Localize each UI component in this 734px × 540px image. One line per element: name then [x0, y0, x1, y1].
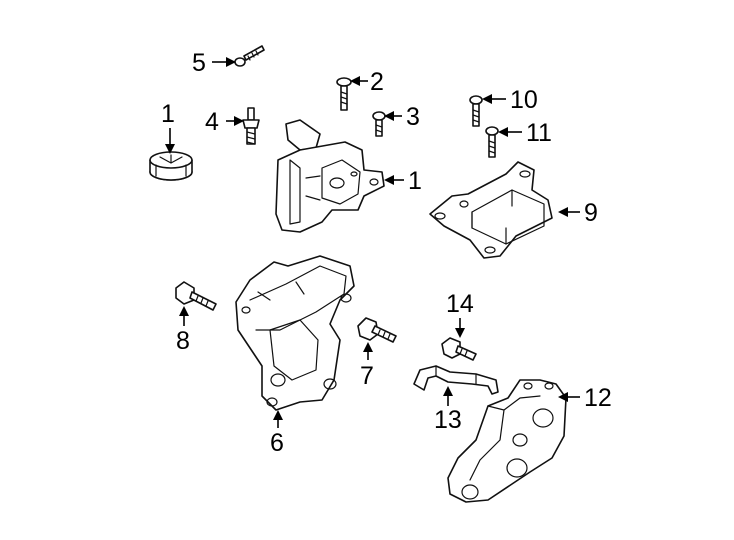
bolt-14: [441, 337, 477, 361]
bolt-7: [357, 317, 397, 343]
bolt-2: [336, 77, 352, 111]
callout-labels: 1 5 4 2 3 1 10 11 9 8 7 6 14 13 12: [161, 49, 612, 457]
leader-lines: [165, 57, 580, 428]
callout-8: 8: [176, 327, 190, 355]
callout-2: 2: [370, 68, 384, 96]
callout-5: 5: [192, 49, 206, 77]
callout-11: 11: [526, 119, 552, 147]
transmission-mount: [447, 379, 567, 503]
callout-3: 3: [406, 103, 420, 131]
callout-4: 4: [205, 108, 219, 136]
callout-14: 14: [446, 290, 474, 318]
callout-9: 9: [584, 199, 598, 227]
callout-6: 6: [270, 429, 284, 457]
bolt-3: [372, 111, 386, 137]
bolt-8: [175, 281, 217, 311]
bushing-part: [149, 151, 193, 181]
engine-bracket: [235, 255, 355, 411]
bolt-5: [234, 45, 265, 67]
transmission-bracket: [429, 161, 553, 259]
callout-1-bushing: 1: [161, 100, 175, 128]
callout-13: 13: [434, 406, 462, 434]
stud-4: [242, 107, 260, 145]
callout-10: 10: [510, 86, 538, 114]
mount-strap: [413, 365, 499, 395]
callout-1-mount: 1: [408, 167, 422, 195]
callout-7: 7: [360, 362, 374, 390]
engine-mount: [275, 119, 385, 233]
callout-12: 12: [584, 384, 612, 412]
bolt-11: [485, 126, 499, 158]
bolt-10: [469, 95, 483, 127]
